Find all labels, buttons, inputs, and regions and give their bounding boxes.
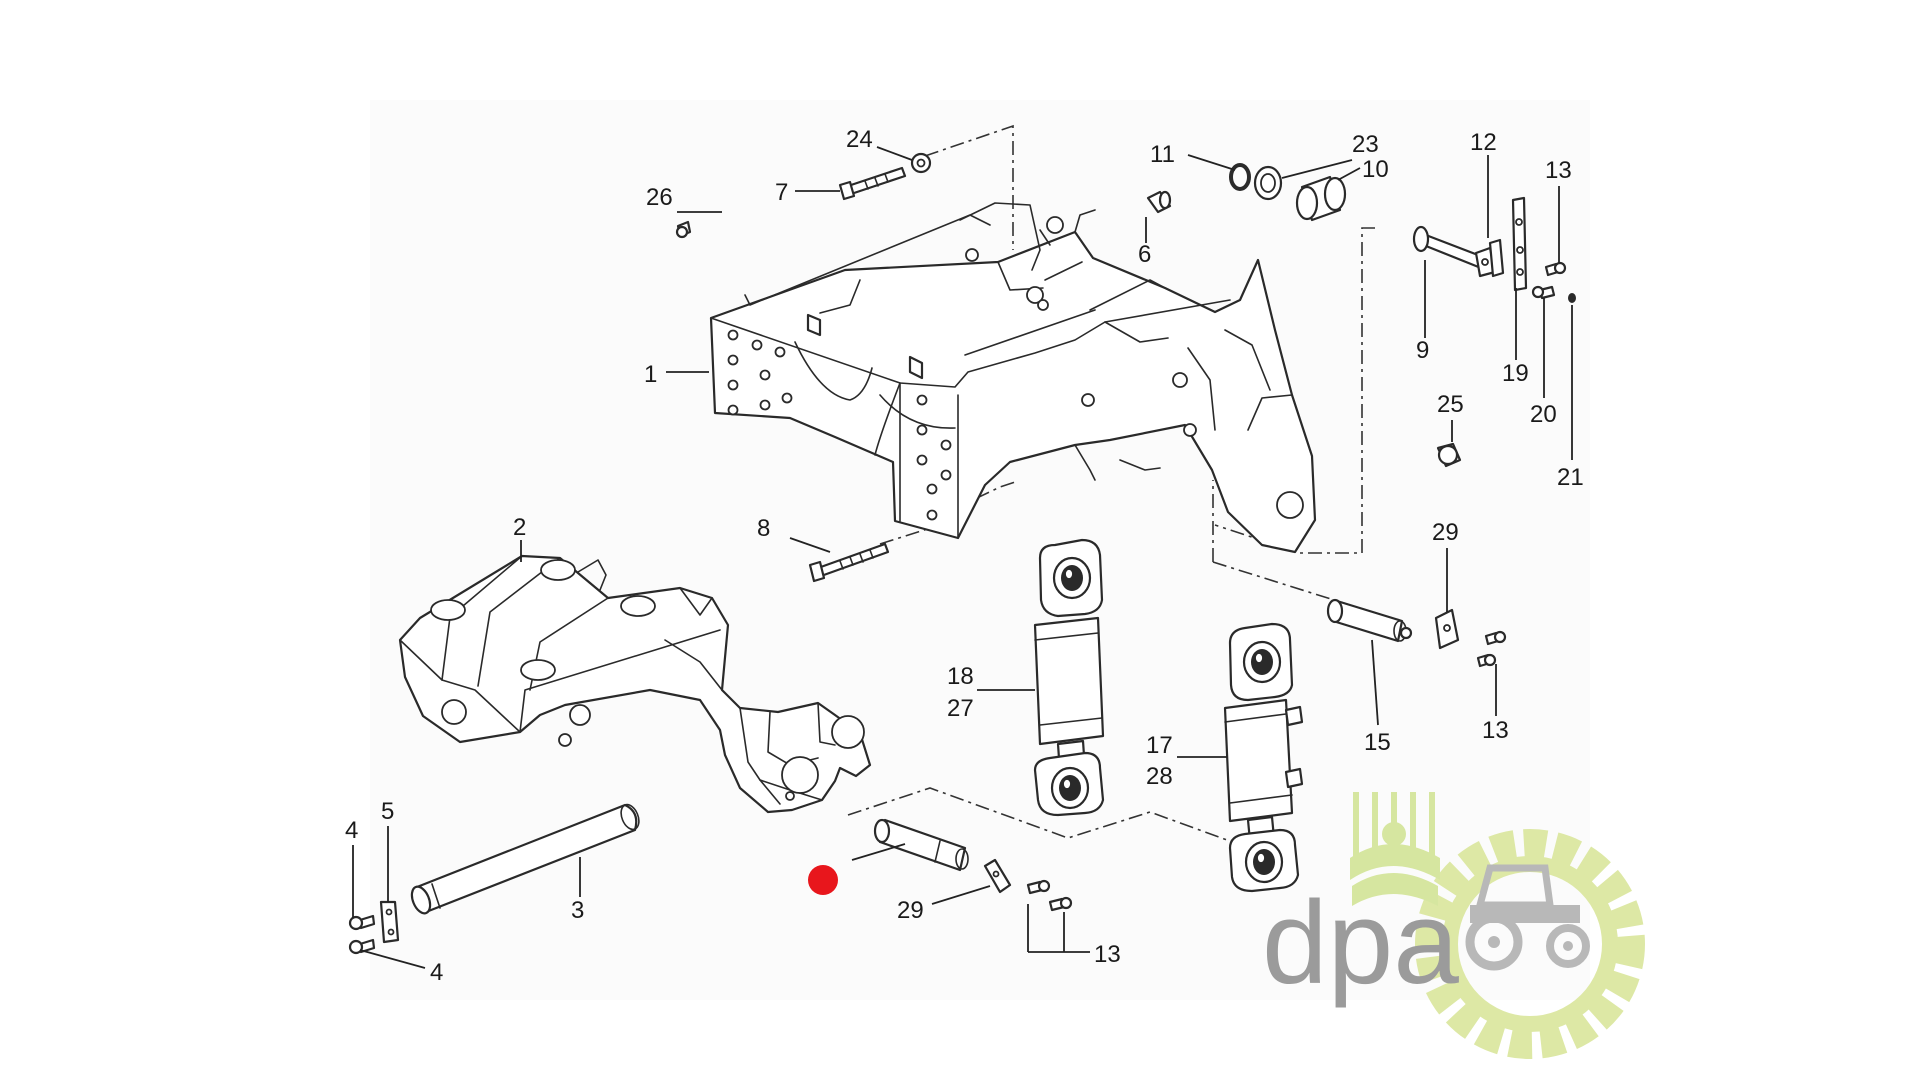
dpa-watermark-logo: dpa <box>1262 792 1645 1059</box>
long-pivot-pin <box>410 803 640 915</box>
bolt-20 <box>1531 285 1556 300</box>
pin-bottom <box>873 818 969 872</box>
fitting-26 <box>675 220 692 239</box>
hydraulic-cylinder-17 <box>1223 622 1304 893</box>
callout-12: 12 <box>1470 129 1497 156</box>
callout-13-right: 13 <box>1482 717 1509 744</box>
callout-18: 18 <box>947 663 974 690</box>
callout-29-bottom: 29 <box>897 897 924 924</box>
callout-3: 3 <box>571 897 584 924</box>
callout-13-bottom: 13 <box>1094 941 1121 968</box>
washer-nut-24 <box>910 152 932 174</box>
hydraulic-cylinder-18 <box>1033 538 1105 817</box>
tractor-icon <box>1465 864 1590 971</box>
o-ring-11 <box>1229 163 1251 191</box>
lock-plate-19 <box>1511 196 1528 292</box>
leader-lines <box>352 146 1573 969</box>
callout-19: 19 <box>1502 360 1529 387</box>
washer-23 <box>1253 165 1283 201</box>
gear-ring-icon <box>1415 829 1645 1059</box>
callout-11: 11 <box>1150 141 1175 168</box>
bushing-6 <box>1146 190 1172 214</box>
lock-plate <box>379 900 400 944</box>
assembly-dash-lines <box>847 124 1375 853</box>
callout-25: 25 <box>1437 391 1464 418</box>
callout-6: 6 <box>1138 241 1151 268</box>
callout-4-top: 4 <box>345 817 358 844</box>
callout-27: 27 <box>947 695 974 722</box>
callout-23: 23 <box>1352 131 1379 158</box>
lock-plate-12 <box>1488 238 1505 278</box>
highlight-marker <box>808 865 838 895</box>
callout-9: 9 <box>1416 337 1429 364</box>
callout-10: 10 <box>1362 156 1389 183</box>
callout-4-bottom: 4 <box>430 959 443 986</box>
bolt-13-top <box>1544 261 1567 277</box>
watermark-text: dpa <box>1262 877 1459 1009</box>
callout-21: 21 <box>1557 464 1584 491</box>
grease-nipple-25 <box>1436 442 1462 468</box>
bush-10 <box>1295 175 1347 222</box>
callout-8: 8 <box>757 515 770 542</box>
callout-15: 15 <box>1364 729 1391 756</box>
callout-17: 17 <box>1146 732 1173 759</box>
callout-5: 5 <box>381 798 394 825</box>
lock-plate-29-bottom <box>983 858 1012 894</box>
callout-13-top: 13 <box>1545 157 1572 184</box>
callout-20: 20 <box>1530 401 1557 428</box>
front-axle-support-frame <box>709 202 1317 554</box>
bolts-13-right <box>1476 630 1507 668</box>
callout-24: 24 <box>846 126 873 153</box>
callout-28: 28 <box>1146 763 1173 790</box>
wheat-icon <box>1350 792 1440 906</box>
callout-26: 26 <box>646 184 673 211</box>
callout-labels: 1 2 3 4 4 5 6 7 8 9 10 11 12 13 13 13 15… <box>345 126 1584 986</box>
lock-plate-29-right <box>1434 608 1460 650</box>
long-bolt <box>808 542 890 583</box>
front-axle-carrier-arm <box>398 554 872 814</box>
pin-15 <box>1326 598 1413 643</box>
pin-21 <box>1568 293 1576 303</box>
bolts-13-bottom <box>1026 879 1073 912</box>
callout-29-right: 29 <box>1432 519 1459 546</box>
callout-2: 2 <box>513 514 526 541</box>
callout-7: 7 <box>775 179 788 206</box>
callout-1: 1 <box>644 361 657 388</box>
bolt-7 <box>838 166 907 201</box>
bolts-4 <box>348 914 376 955</box>
pin-9 <box>1412 225 1497 278</box>
